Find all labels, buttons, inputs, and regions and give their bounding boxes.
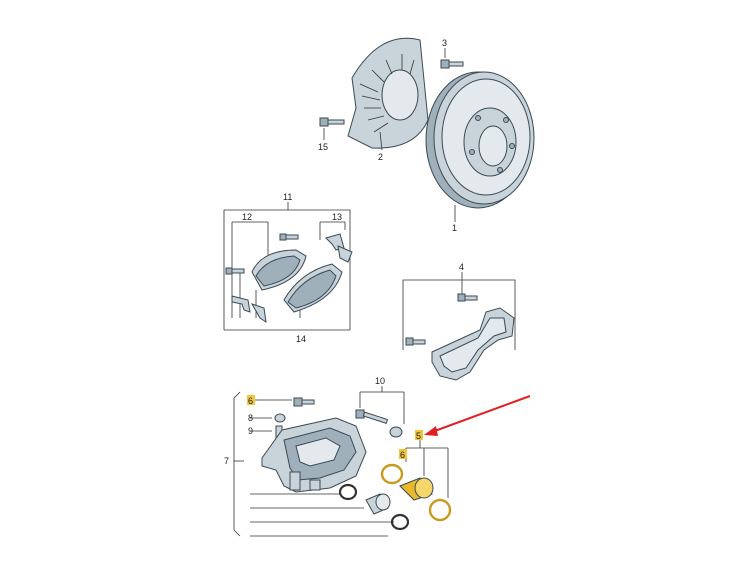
label-6b: 6 <box>400 450 405 460</box>
highlight-marker-5 <box>415 430 423 440</box>
label-14: 14 <box>296 334 306 344</box>
label-10: 10 <box>375 376 385 386</box>
brake-disc <box>425 71 535 222</box>
label-8: 8 <box>248 413 253 423</box>
label-5: 5 <box>416 431 421 441</box>
label-7: 7 <box>224 456 229 466</box>
highlight-marker-6b <box>399 449 407 459</box>
label-15: 15 <box>318 142 328 152</box>
label-6a: 6 <box>248 396 253 406</box>
bolt-15 <box>319 117 345 140</box>
caliper-group <box>233 386 452 537</box>
label-11: 11 <box>283 192 292 202</box>
dust-shield <box>347 37 429 151</box>
label-13: 13 <box>332 212 342 222</box>
label-9: 9 <box>248 426 253 436</box>
label-4: 4 <box>459 262 464 272</box>
highlight-marker-6a <box>247 395 255 405</box>
bolt-3 <box>440 48 464 69</box>
label-12: 12 <box>242 212 252 222</box>
red-arrow-icon <box>424 395 531 436</box>
caliper-carrier-group <box>402 272 516 381</box>
label-3: 3 <box>442 38 447 48</box>
brake-pads-group <box>223 202 353 331</box>
label-1: 1 <box>452 223 457 233</box>
label-2: 2 <box>378 152 383 162</box>
